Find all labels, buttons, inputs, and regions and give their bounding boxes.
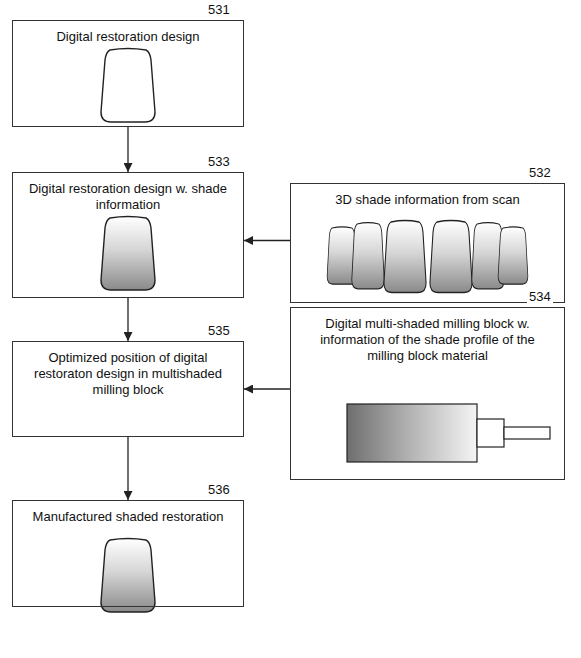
callout-number: 533 [206, 154, 232, 169]
process-box: Digital restoration design [12, 20, 244, 127]
flow-arrow [127, 127, 128, 172]
teeth-row [327, 221, 528, 293]
box-text: Digital restoration design w. shade info… [13, 173, 243, 213]
box-text: Digital multi-shaded milling block w. in… [291, 308, 564, 364]
box-text: Optimized position of digital restoraton… [13, 342, 243, 398]
flow-arrow [127, 437, 128, 500]
callout-number: 536 [206, 482, 232, 497]
tooth-outline [101, 49, 155, 123]
callout-number: 535 [206, 323, 232, 338]
process-box: Optimized position of digital restoraton… [12, 341, 244, 437]
process-box: Digital multi-shaded milling block w. in… [290, 307, 565, 480]
shaded-tooth [101, 217, 155, 291]
process-box: Digital restoration design w. shade info… [12, 172, 244, 298]
callout-number: 532 [527, 165, 553, 180]
milling-block [347, 404, 550, 462]
callout-number: 531 [206, 2, 232, 17]
box-text: Manufactured shaded restoration [13, 501, 243, 525]
process-box: 3D shade information from scan [290, 183, 565, 303]
box-text: Digital restoration design [13, 21, 243, 45]
callout-number: 534 [527, 289, 553, 304]
process-box: Manufactured shaded restoration [12, 500, 244, 607]
box-text: 3D shade information from scan [291, 184, 564, 208]
flow-arrow [244, 388, 290, 389]
flow-arrow [127, 298, 128, 341]
flow-arrow [244, 240, 290, 241]
shaded-tooth [101, 539, 155, 613]
